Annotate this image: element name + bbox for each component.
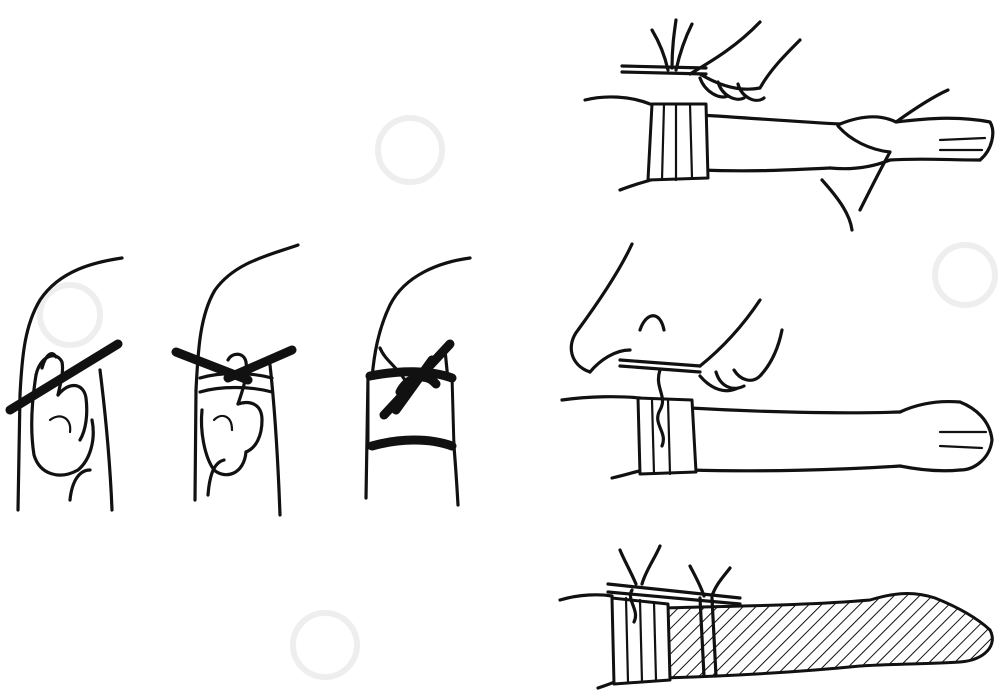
panel-tourniquet-step-1 (10, 258, 122, 510)
panel-windlass-middle (562, 244, 992, 478)
watermark (40, 118, 995, 677)
panel-tourniquet-tied (366, 258, 470, 505)
panel-windlass-splint (560, 546, 992, 688)
panel-windlass-top (585, 20, 993, 230)
panel-tourniquet-step-2 (176, 245, 298, 515)
